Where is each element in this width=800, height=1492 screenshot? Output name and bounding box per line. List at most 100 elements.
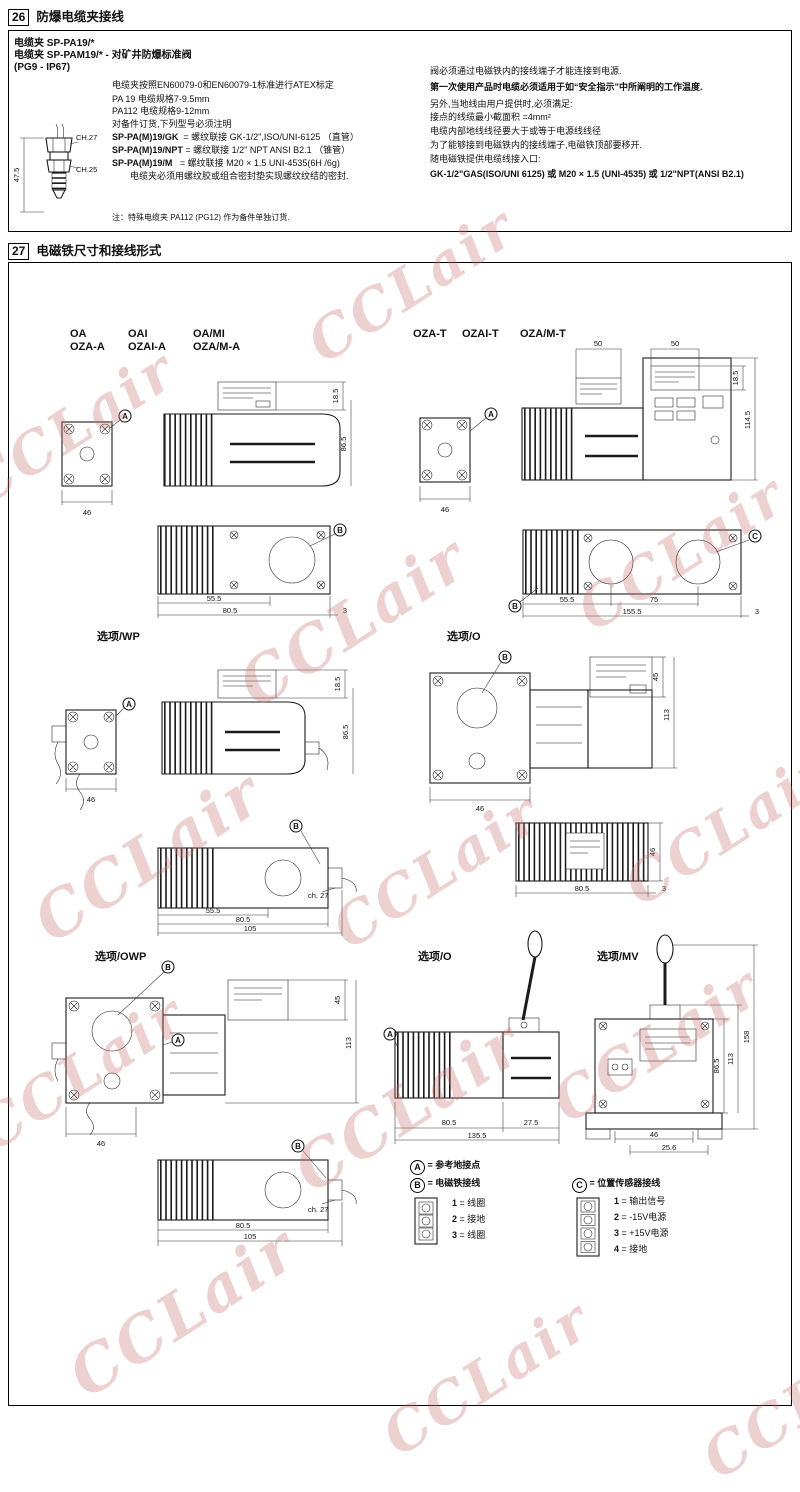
legend-c: C = 位置传感器接线 — [572, 1178, 660, 1193]
dim-label: 46 — [648, 848, 657, 856]
dim-label: 3 — [662, 884, 666, 893]
dim-label: 75 — [650, 595, 658, 604]
ref-b-marker: B — [512, 602, 518, 611]
atex-line: 电缆夹按照EN60079-0和EN60079-1标准进行ATEX标定 — [112, 80, 334, 90]
section-27-box — [8, 262, 792, 1406]
solenoid-oa-side-view: A 46 18.5 86.5 — [61, 381, 352, 517]
option-owp-top-view: B A 45 113 46 — [51, 960, 359, 1148]
ref-a-marker: A — [175, 1036, 181, 1045]
pin-number: 2 — [614, 1212, 620, 1222]
model-desc: = 螺纹联接 1/2" NPT ANSI B2.1 （锥管） — [185, 145, 351, 155]
pin-number: 1 — [452, 1198, 458, 1208]
note-r1: 阀必须通过电磁铁内的接线端子才能连接到电源. — [430, 66, 622, 76]
legend-c-item: 1 = 输出信号 — [614, 1196, 665, 1207]
spare-part-note: 注：特殊电缆夹 PA112 (PG12) 作为备件单独订货. — [112, 213, 290, 222]
pin-function: = 线圈 — [459, 1198, 486, 1208]
note-r6: 为了能够接到电磁铁内的接线端子,电磁铁顶部要移开. — [430, 140, 643, 150]
model-label: OA — [70, 328, 87, 340]
option-mv-view: 86.5 113 158 46 25.6 — [585, 934, 758, 1155]
model-row: SP-PA(M)19/M = 螺纹联接 M20 × 1.5 UNI-4535(6… — [112, 158, 340, 169]
ref-b-marker: B — [295, 1142, 301, 1151]
legend-a-text: = 参考地接点 — [427, 1160, 481, 1170]
legend-b-item: 1 = 线圈 — [452, 1198, 485, 1209]
option-owp-bottom-view: B ch. 27 80.5 105 — [157, 1139, 357, 1246]
ref-a-marker: A — [410, 1160, 425, 1175]
note-r7: 随电磁铁提供电缆线接入口: — [430, 154, 541, 164]
option-wp-side-view: A 46 18.5 86.5 — [51, 669, 354, 811]
pa112-line: PA112 电缆规格9-12mm — [112, 106, 210, 116]
note-r3: 另外,当地线由用户提供时,必须满足: — [430, 99, 573, 109]
dim-label: 80.5 — [442, 1118, 457, 1127]
seal-note: 电缆夹必须用螺纹胶或组合密封垫实现螺纹纹结的密封. — [130, 171, 349, 181]
dim-label: 50 — [671, 339, 679, 348]
pin-function: = +15V电源 — [621, 1228, 669, 1238]
dim-label: 114.5 — [743, 411, 752, 429]
order-note-line: 对备件订货,下列型号必须注明 — [112, 119, 232, 129]
option-label-o: 选项/O — [447, 631, 481, 643]
pin-function: = 线圈 — [459, 1230, 486, 1240]
section-26-number: 26 — [8, 9, 30, 26]
dim-label: 50 — [594, 339, 602, 348]
dim-label: 55.5 — [560, 595, 575, 604]
legend-c-item: 4 = 接地 — [614, 1244, 647, 1255]
dim-label: 86.5 — [712, 1059, 721, 1074]
solenoid-oa-bottom-view: B 55.5 80.5 3 — [157, 523, 347, 618]
dim-label: 3 — [755, 607, 759, 616]
dim-label: 158 — [742, 1031, 751, 1044]
dim-label: 46 — [650, 1130, 658, 1139]
dim-label: 45 — [651, 673, 660, 681]
option-o-side-view: 46 80.5 3 — [515, 822, 666, 897]
ref-c-marker: C — [572, 1178, 587, 1193]
connector-4pin-icon — [576, 1197, 600, 1257]
ref-a-marker: A — [126, 700, 132, 709]
note-r5: 电缆内部地线线径要大于或等于电源线线径 — [430, 126, 602, 136]
dim-label: 18.5 — [331, 389, 340, 404]
ref-c-marker: C — [752, 532, 758, 541]
section-26-box — [8, 30, 792, 232]
option-o-lever-view: A 80.5 27.5 135.5 — [383, 930, 560, 1144]
pin-number: 4 — [614, 1244, 620, 1254]
ref-b-marker: B — [293, 822, 299, 831]
dim-label: 3 — [343, 606, 347, 615]
model-row: SP-PA(M)19/NPT = 螺纹联接 1/2" NPT ANSI B2.1… — [112, 145, 350, 156]
cable-gland-drawing: 47.5 CH.27 CH.25 — [12, 123, 97, 213]
cable-clamp-protection: (PG9 - IP67) — [14, 62, 71, 73]
pa19-line: PA 19 电缆规格7-9.5mm — [112, 94, 210, 104]
section-27-number: 27 — [8, 243, 30, 260]
dim-label: CH.25 — [76, 165, 97, 174]
cable-clamp-model-1: 电缆夹 SP-PA19/* — [14, 38, 95, 49]
ref-b-marker: B — [502, 653, 508, 662]
note-r2: 第一次使用产品时电缆必须适用于如“安全指示”中所阐明的工作温度. — [430, 82, 703, 92]
model-label: OZA-T — [413, 328, 447, 340]
dim-label: 27.5 — [524, 1118, 539, 1127]
model-row: SP-PA(M)19/GK = 螺纹联接 GK-1/2",ISO/UNI-612… — [112, 132, 359, 143]
cable-clamp-model-2: 电缆夹 SP-PAM19/* - 对矿井防爆标准阀 — [14, 50, 192, 61]
dim-label: 18.5 — [333, 677, 342, 692]
dim-label: 86.5 — [339, 437, 348, 452]
legend-b-item: 2 = 接地 — [452, 1214, 485, 1225]
model-code: SP-PA(M)19/NPT — [112, 145, 183, 155]
dim-label: 25.6 — [662, 1143, 677, 1152]
dim-label: 55.5 — [206, 906, 221, 915]
model-desc: = 螺纹联接 M20 × 1.5 UNI-4535(6H /6g) — [179, 158, 340, 168]
model-label: OAI — [128, 328, 148, 340]
dim-label: 105 — [244, 1232, 257, 1241]
solenoid-ozat-bottom-view: B C 55.5 75 155.5 3 — [508, 529, 762, 618]
dim-label: 80.5 — [236, 1221, 251, 1230]
legend-b-item: 3 = 线圈 — [452, 1230, 485, 1241]
dim-label: 113 — [726, 1053, 735, 1065]
model-code: SP-PA(M)19/GK — [112, 132, 179, 142]
model-label: OZAI-A — [128, 341, 166, 353]
dim-label: 135.5 — [468, 1131, 487, 1140]
legend-c-item: 2 = -15V电源 — [614, 1212, 666, 1223]
dim-label: 46 — [441, 505, 449, 514]
model-desc: = 螺纹联接 GK-1/2",ISO/UNI-6125 （直管） — [183, 132, 359, 142]
dim-label: 46 — [97, 1139, 105, 1148]
solenoid-ozat-side-view: 50 50 A 46 18.5 114. — [419, 339, 758, 514]
ref-a-marker: A — [122, 412, 128, 421]
model-label: OZA/M-T — [520, 328, 566, 340]
dim-label: ch. 27 — [308, 1205, 328, 1214]
dim-label: 155.5 — [623, 607, 642, 616]
